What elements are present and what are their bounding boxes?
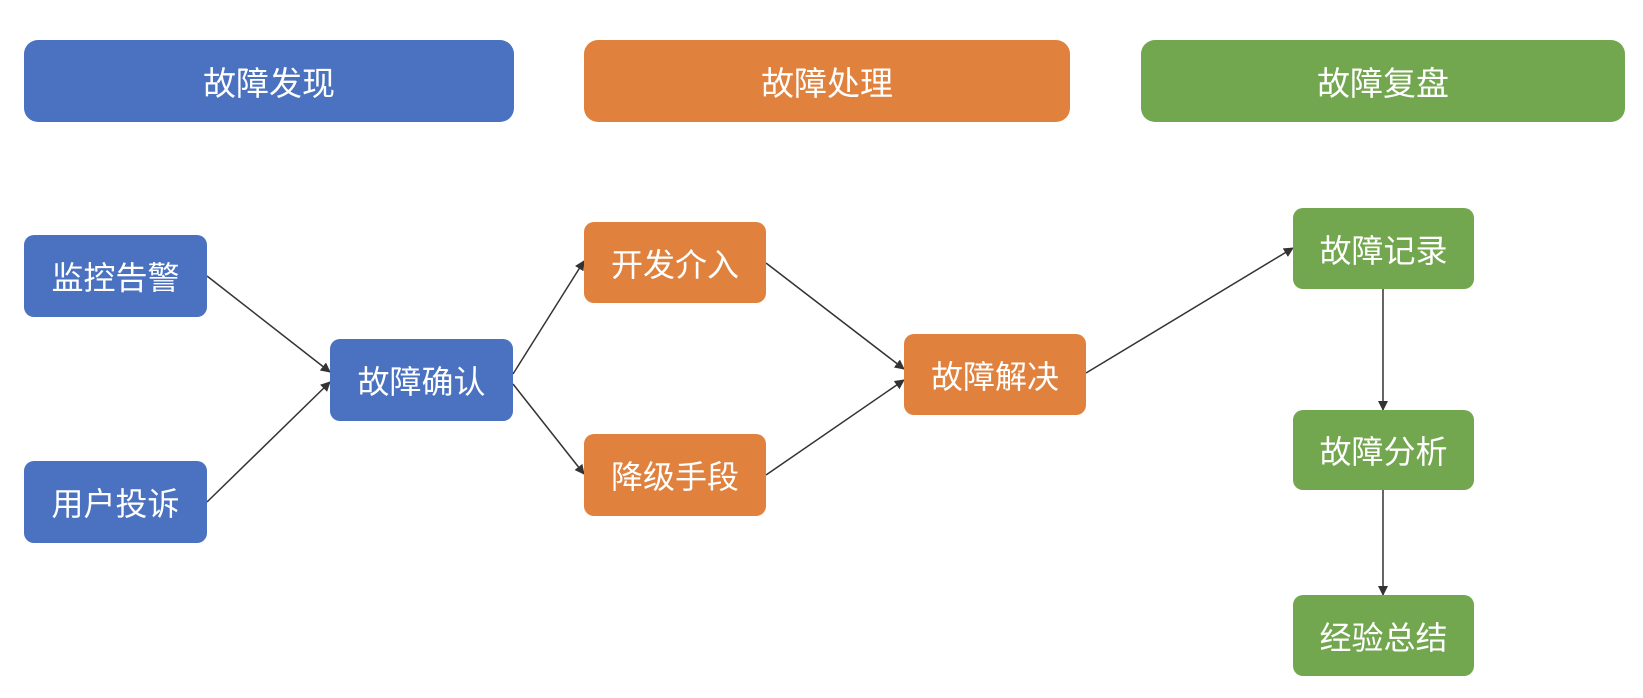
header-fault-review: 故障复盘 xyxy=(1141,40,1625,122)
arrow-degrade-to-resolve xyxy=(765,379,905,476)
node-fault-resolve: 故障解决 xyxy=(904,334,1086,415)
arrow-confirm-to-degrade xyxy=(512,383,585,475)
arrow-complaint-to-confirm xyxy=(206,381,331,503)
header-fault-discovery: 故障发现 xyxy=(24,40,514,122)
arrow-monitor-to-confirm xyxy=(206,275,331,373)
node-fault-record: 故障记录 xyxy=(1293,208,1474,289)
header-fault-review-label: 故障复盘 xyxy=(1317,64,1449,103)
arrow-confirm-to-dev xyxy=(512,260,585,375)
node-fault-confirm: 故障确认 xyxy=(330,339,513,421)
node-fault-analysis: 故障分析 xyxy=(1293,410,1474,490)
node-fault-resolve-label: 故障解决 xyxy=(930,357,1059,396)
arrow-resolve-to-record xyxy=(1085,247,1294,374)
node-dev-intervention-label: 开发介入 xyxy=(610,245,739,284)
node-degrade-measures-label: 降级手段 xyxy=(610,458,739,496)
node-dev-intervention: 开发介入 xyxy=(584,222,766,303)
node-monitor-alert: 监控告警 xyxy=(24,235,207,317)
header-fault-discovery-label: 故障发现 xyxy=(203,64,335,103)
header-fault-handling-label: 故障处理 xyxy=(761,64,893,103)
node-user-complaint: 用户投诉 xyxy=(24,461,207,543)
node-degrade-measures: 降级手段 xyxy=(584,434,766,516)
node-experience-summary: 经验总结 xyxy=(1293,595,1474,676)
node-fault-analysis-label: 故障分析 xyxy=(1319,433,1448,471)
header-fault-handling: 故障处理 xyxy=(584,40,1070,122)
node-monitor-alert-label: 监控告警 xyxy=(51,259,180,297)
node-experience-summary-label: 经验总结 xyxy=(1319,618,1448,657)
node-fault-confirm-label: 故障确认 xyxy=(357,363,486,401)
node-user-complaint-label: 用户投诉 xyxy=(51,485,180,523)
node-fault-record-label: 故障记录 xyxy=(1319,231,1448,270)
arrow-dev-to-resolve xyxy=(765,262,905,370)
